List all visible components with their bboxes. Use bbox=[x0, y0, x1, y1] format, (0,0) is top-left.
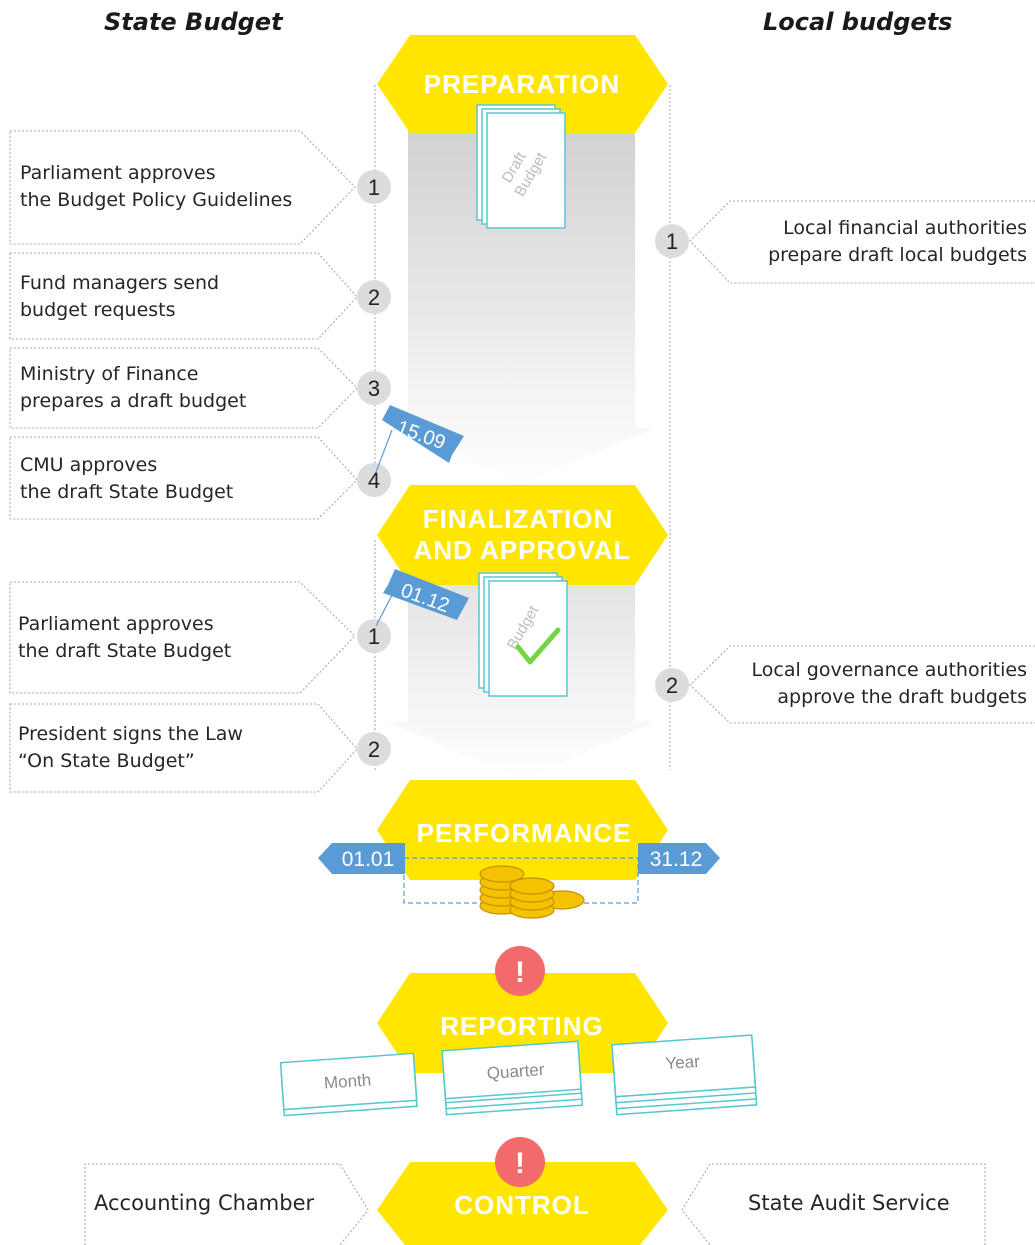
reporting-alert-mark: ! bbox=[515, 956, 525, 989]
date-tag-01-01-text: 01.01 bbox=[342, 848, 395, 871]
step-number-prep-1: 1 bbox=[368, 175, 380, 200]
stage-reporting-title: REPORTING bbox=[440, 1011, 604, 1041]
prep-step-2-line-2: budget requests bbox=[20, 299, 176, 321]
prep-step-1-label: Parliament approves the Budget Policy Gu… bbox=[20, 160, 292, 214]
reporting-alert-icon bbox=[495, 946, 545, 996]
step-number-prep-local: 1 bbox=[666, 229, 678, 254]
prep-step-1-line-2: the Budget Policy Guidelines bbox=[20, 189, 293, 211]
prep-local-step-box bbox=[689, 200, 1035, 284]
prep-step-4-label: CMU approves the draft State Budget bbox=[20, 452, 233, 506]
preparation-hexagon bbox=[377, 35, 668, 133]
state-audit-service-label: State Audit Service bbox=[748, 1191, 950, 1215]
coins-icon bbox=[479, 865, 585, 919]
approval-local-step-line-2: approve the draft budgets bbox=[777, 686, 1027, 708]
step-circle-prep-1 bbox=[357, 170, 391, 204]
approval-step-2-line-1: President signs the Law bbox=[18, 723, 243, 745]
prep-local-step-line-1: Local financial authorities bbox=[783, 217, 1027, 239]
date-tag-01-01 bbox=[318, 843, 405, 874]
preparation-arrow bbox=[388, 120, 655, 484]
step-circle-approval-local bbox=[655, 668, 689, 702]
step-circle-prep-local bbox=[655, 224, 689, 258]
date-tag-31-12-text: 31.12 bbox=[650, 848, 703, 871]
month-report-stack bbox=[279, 1052, 418, 1117]
year-report-stack bbox=[611, 1034, 758, 1116]
approval-step-1-box bbox=[9, 581, 356, 694]
control-alert-icon bbox=[495, 1137, 545, 1187]
stage-control-title: CONTROL bbox=[454, 1190, 590, 1220]
control-alert-mark: ! bbox=[515, 1147, 525, 1180]
step-circle-prep-2 bbox=[357, 280, 391, 314]
prep-step-3-line-1: Ministry of Finance bbox=[20, 363, 199, 385]
checkmark-icon bbox=[515, 627, 561, 665]
prep-step-4-line-1: CMU approves bbox=[20, 454, 158, 476]
prep-step-2-label: Fund managers send budget requests bbox=[20, 270, 219, 324]
prep-local-step-label: Local financial authorities prepare draf… bbox=[768, 215, 1027, 269]
step-number-approval-local: 2 bbox=[666, 673, 678, 698]
quarter-report-stack bbox=[441, 1040, 584, 1116]
approval-local-step-box bbox=[689, 645, 1035, 724]
approval-step-2-line-2: “On State Budget” bbox=[18, 750, 195, 772]
prep-local-step-line-2: prepare draft local budgets bbox=[768, 244, 1027, 266]
approval-step-1-label: Parliament approves the draft State Budg… bbox=[18, 611, 231, 665]
prep-step-2-line-1: Fund managers send bbox=[20, 272, 220, 294]
month-report-label: Month bbox=[323, 1070, 371, 1092]
control-left-box bbox=[84, 1163, 369, 1245]
prep-step-3-label: Ministry of Finance prepares a draft bud… bbox=[20, 361, 246, 415]
finalization-hexagon bbox=[377, 485, 668, 585]
approval-local-step-line-1: Local governance authorities bbox=[751, 659, 1028, 681]
prep-step-4-line-2: the draft State Budget bbox=[20, 481, 234, 503]
date-tag-31-12 bbox=[638, 843, 720, 874]
local-budgets-header: Local budgets bbox=[763, 8, 953, 36]
prep-step-3-line-2: prepares a draft budget bbox=[20, 390, 247, 412]
reporting-hexagon bbox=[377, 973, 668, 1073]
step-circle-prep-4 bbox=[357, 463, 391, 497]
draft-budget-document-icon: Draft Budget bbox=[476, 104, 566, 229]
prep-step-1-line-1: Parliament approves bbox=[20, 162, 216, 184]
approval-step-1-line-1: Parliament approves bbox=[18, 613, 214, 635]
prep-step-2-box bbox=[9, 252, 358, 340]
step-number-prep-4: 4 bbox=[368, 468, 380, 493]
step-number-prep-2: 2 bbox=[368, 285, 380, 310]
stage-performance-title: PERFORMANCE bbox=[417, 818, 632, 848]
state-budget-header: State Budget bbox=[104, 8, 283, 36]
approved-budget-document-icon: Budget bbox=[478, 572, 568, 697]
step-number-prep-3: 3 bbox=[368, 376, 380, 401]
prep-step-1-box bbox=[9, 130, 356, 245]
stage-finalization-title-1: FINALIZATION bbox=[423, 504, 614, 534]
stage-finalization-title-2: AND APPROVAL bbox=[413, 535, 630, 565]
control-right-box bbox=[681, 1163, 986, 1245]
approval-step-2-box bbox=[9, 703, 358, 793]
approval-step-2-label: President signs the Law “On State Budget… bbox=[18, 721, 243, 775]
quarter-report-label: Quarter bbox=[486, 1060, 545, 1083]
timeline-lines bbox=[374, 85, 671, 770]
accounting-chamber-label: Accounting Chamber bbox=[94, 1191, 315, 1215]
step-circle-approval-2 bbox=[357, 732, 391, 766]
step-circle-prep-3 bbox=[357, 371, 391, 405]
step-circle-approval-1 bbox=[357, 619, 391, 653]
year-report-label: Year bbox=[665, 1052, 701, 1073]
performance-hexagon bbox=[377, 780, 668, 880]
step-number-approval-2: 2 bbox=[368, 737, 380, 762]
approval-local-step-label: Local governance authorities approve the… bbox=[752, 657, 1028, 711]
prep-step-4-box bbox=[9, 436, 358, 520]
prep-step-3-box bbox=[9, 347, 358, 429]
step-number-approval-1: 1 bbox=[368, 624, 380, 649]
control-hexagon bbox=[377, 1162, 668, 1245]
stage-preparation-title: PREPARATION bbox=[424, 69, 620, 99]
approval-step-1-line-2: the draft State Budget bbox=[18, 640, 232, 662]
